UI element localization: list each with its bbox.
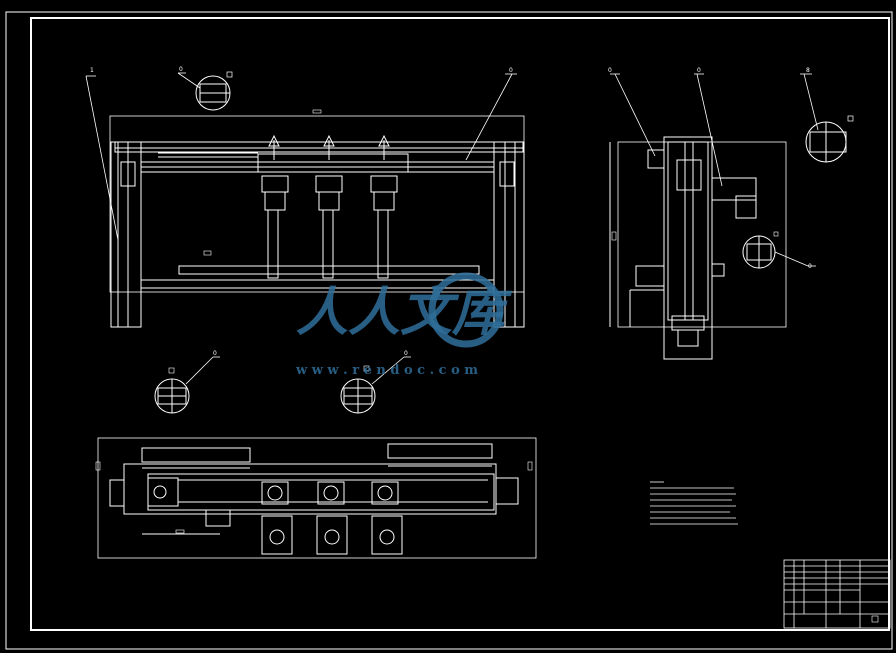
detail-views: [154, 365, 376, 414]
watermark-circle-icon: [428, 272, 504, 348]
balloon-detail-left: 0: [213, 350, 217, 357]
side-view-leaders: [610, 73, 819, 267]
balloon-front-left: 1: [90, 67, 94, 74]
watermark-logo: 人人文库 w w w . r e n d o c . c o m: [295, 272, 513, 378]
balloon-front-right: 0: [509, 67, 513, 74]
detail-leaders: [185, 356, 411, 385]
front-view-leaders: [85, 72, 517, 241]
balloon-side-right: 8: [806, 67, 810, 74]
drawing-frame: [30, 17, 890, 631]
balloon-front-detail-top: 0: [179, 66, 183, 73]
top-view: [95, 437, 537, 559]
balloon-detail-mid: 0: [404, 350, 408, 357]
balloon-side-mid: 0: [697, 67, 701, 74]
outer-border: [5, 11, 893, 650]
watermark-url: w w w . r e n d o c . c o m: [295, 363, 478, 378]
watermark-brand: 人人文库: [296, 282, 513, 343]
balloon-side-detail: 0: [808, 263, 812, 270]
technical-notes: [650, 481, 738, 525]
title-block: [783, 559, 891, 629]
balloon-side-left: 0: [608, 67, 612, 74]
side-view: [609, 115, 854, 360]
front-view: [109, 71, 525, 328]
